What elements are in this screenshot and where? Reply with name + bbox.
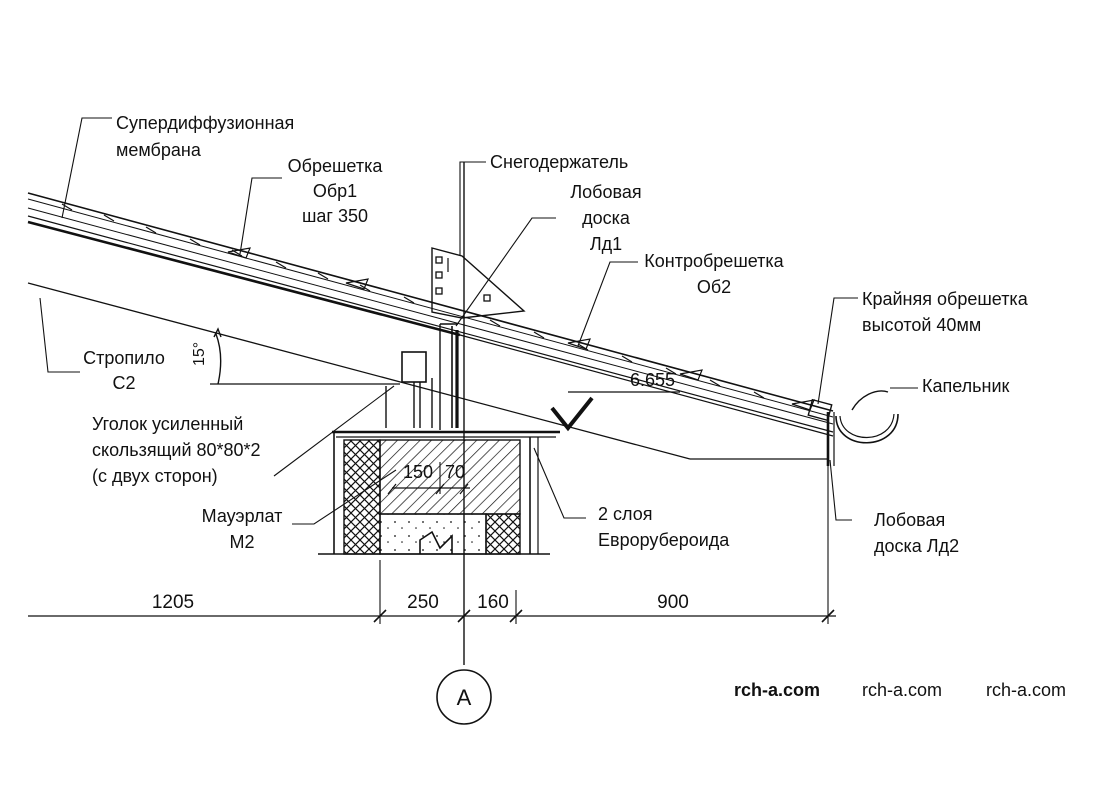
label-fascia2-1: Лобовая [874, 510, 945, 530]
label-roofing-2: Еврорубероида [598, 530, 730, 550]
label-counter-batten-2: Об2 [697, 277, 731, 297]
label-membrane-2: мембрана [116, 140, 202, 160]
label-dim-70: 70 [445, 462, 465, 482]
label-dim-150: 150 [403, 462, 433, 482]
label-axis: А [457, 685, 472, 710]
dimension-chain [28, 466, 836, 624]
label-bracket-3: (с двух сторон) [92, 466, 218, 486]
leader-lines [39, 117, 918, 525]
label-fascia2-2: доска Лд2 [874, 536, 959, 556]
label-bracket-2: скользящий 80*80*2 [92, 440, 261, 460]
label-edge-batten-2: высотой 40мм [862, 315, 981, 335]
watermark-text: rch-a.com [862, 680, 943, 700]
gutter [826, 390, 899, 466]
label-fascia1-3: Лд1 [590, 234, 622, 254]
label-batten-1: Обрешетка [288, 156, 384, 176]
wall-section [318, 432, 550, 555]
axis-bubble [436, 669, 492, 725]
label-batten-3: шаг 350 [302, 206, 368, 226]
label-fascia1-1: Лобовая [570, 182, 641, 202]
batten-marks [61, 203, 815, 411]
level-mark [550, 391, 680, 432]
label-snow-guard: Снегодержатель [490, 152, 628, 172]
label-rafter-2: С2 [112, 373, 135, 393]
label-bracket-1: Уголок усиленный [92, 414, 243, 434]
watermark-text: rch-a.com [734, 680, 821, 700]
label-mauerlat-2: М2 [229, 532, 254, 552]
label-angle: 15° [191, 342, 208, 366]
dimension-value: 1205 [152, 592, 194, 613]
roof-package [27, 192, 834, 437]
snow-guard [431, 247, 526, 319]
label-batten-2: Обр1 [313, 181, 357, 201]
rafter-bracket [385, 351, 433, 428]
rafter-underside [27, 282, 691, 460]
label-edge-batten-1: Крайняя обрешетка [862, 289, 1029, 309]
label-drip: Капельник [922, 376, 1010, 396]
fascia-ld1 [439, 323, 459, 430]
label-rafter-1: Стропило [83, 348, 165, 368]
watermark-text: rch-a.com [986, 680, 1067, 700]
label-roofing-1: 2 слоя [598, 504, 652, 524]
label-mauerlat-1: Мауэрлат [202, 506, 283, 526]
dimension-values: 1205 250 160 900 [152, 592, 689, 613]
dimension-value: 900 [657, 592, 689, 613]
label-membrane-1: Супердиффузионная [116, 113, 294, 133]
labels: Супердиффузионная мембрана Обрешетка Обр… [83, 113, 1029, 710]
label-level: 6.655 [630, 370, 675, 390]
label-counter-batten-1: Контробрешетка [644, 251, 784, 271]
dimension-value: 250 [407, 592, 439, 613]
label-fascia1-2: доска [582, 208, 631, 228]
angle-indicator [210, 327, 400, 385]
dimension-value: 160 [477, 592, 509, 613]
